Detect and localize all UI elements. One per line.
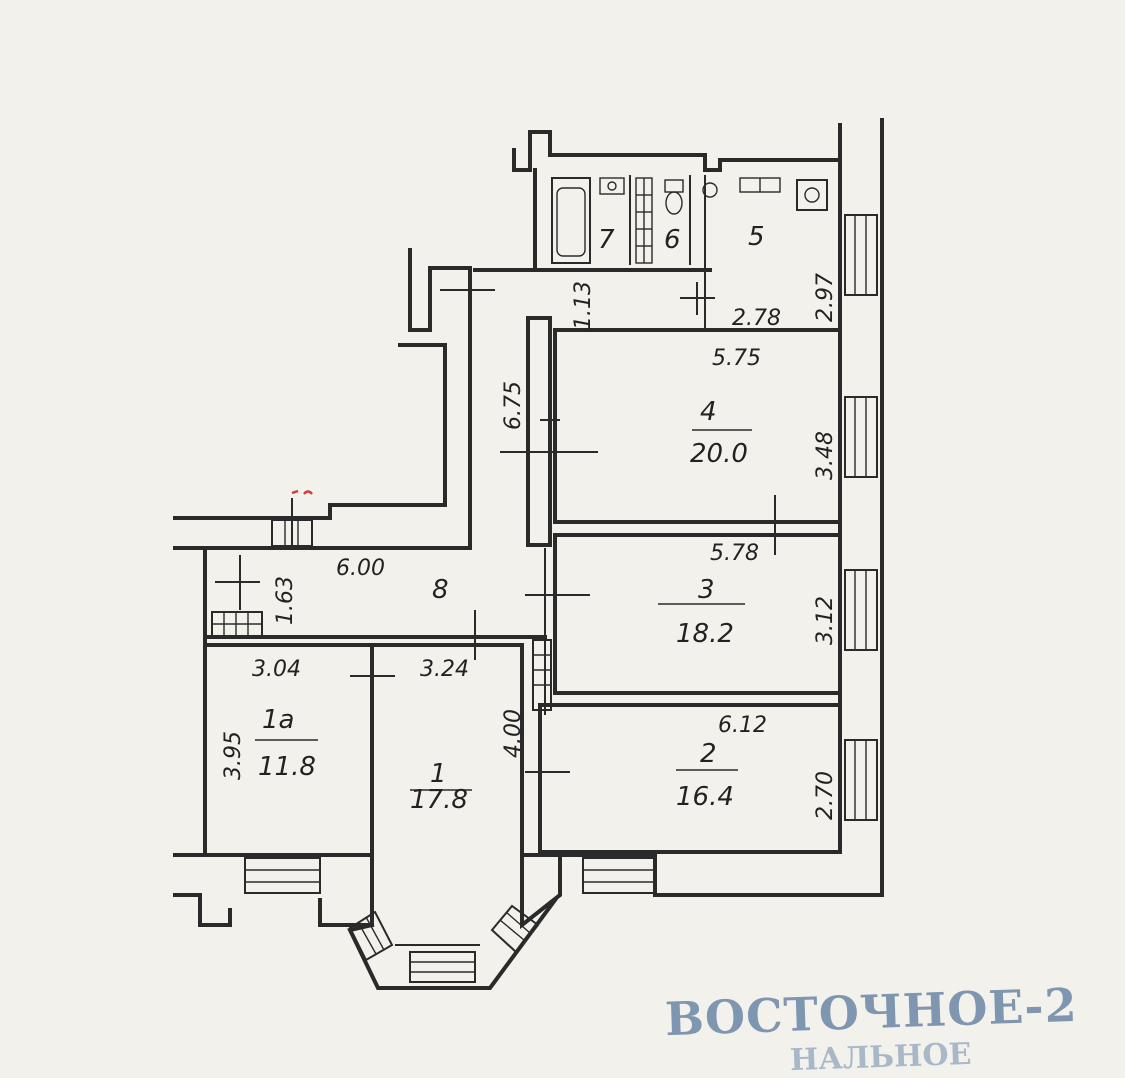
dim-113: 1.13 xyxy=(571,281,596,330)
stair-block-icon xyxy=(211,611,263,637)
toilet-icon xyxy=(664,179,684,215)
dim-612: 6.12 xyxy=(718,713,767,738)
area-label-3: 18.2 xyxy=(676,619,734,649)
room-label-5: 5 xyxy=(748,222,765,252)
dim-304: 3.04 xyxy=(252,657,301,682)
dim-270: 2.70 xyxy=(813,771,838,820)
room-label-2: 2 xyxy=(700,739,717,769)
area-label-4: 20.0 xyxy=(690,439,748,469)
window-bay-center xyxy=(409,951,476,983)
room-label-4: 4 xyxy=(700,397,717,427)
stove-icon xyxy=(796,179,828,211)
room-label-3: 3 xyxy=(698,575,715,605)
area-label-1: 17.8 xyxy=(410,785,468,815)
window-right-4 xyxy=(844,739,878,821)
dimension-labels: 5.75 3.48 5.78 3.12 6.12 2.70 2.78 2.97 … xyxy=(221,273,838,820)
pipe-icon xyxy=(702,182,718,198)
dim-395: 3.95 xyxy=(221,731,246,780)
room-label-1: 1 xyxy=(430,759,447,789)
window-bottom-1 xyxy=(244,857,321,894)
shelf-grid-icon xyxy=(635,177,653,264)
red-ink-mark xyxy=(291,489,313,495)
bathtub-icon xyxy=(551,177,591,264)
dim-400: 4.00 xyxy=(501,709,526,758)
room-label-6: 6 xyxy=(664,225,681,255)
fixtures xyxy=(211,177,828,711)
dim-578: 5.78 xyxy=(710,541,759,566)
room-label-7: 7 xyxy=(598,225,615,255)
window-right-1 xyxy=(844,214,878,296)
dim-312: 3.12 xyxy=(813,596,838,645)
window-right-3 xyxy=(844,569,878,651)
dim-600: 6.00 xyxy=(336,556,385,581)
dim-297: 2.97 xyxy=(813,273,838,322)
room-label-1a: 1a xyxy=(262,705,294,735)
wardrobe-icon xyxy=(532,639,552,711)
sink-icon xyxy=(599,177,625,195)
dim-324: 3.24 xyxy=(420,657,469,682)
dim-348: 3.48 xyxy=(813,431,838,480)
room-labels: 7 6 5 4 20.0 3 18.2 2 16.4 8 1a 11.8 1 1… xyxy=(255,222,765,815)
window-bottom-2 xyxy=(582,857,656,894)
doors xyxy=(215,282,795,773)
bti-stamp-line2: НАЛЬНОЕ xyxy=(789,1036,972,1078)
dim-278: 2.78 xyxy=(732,306,781,331)
area-label-2: 16.4 xyxy=(676,782,734,812)
kitchen-sink-icon xyxy=(739,177,781,193)
window-bay-left xyxy=(348,910,394,962)
dim-163: 1.63 xyxy=(273,576,298,625)
area-label-1a: 11.8 xyxy=(258,752,316,782)
dim-675: 6.75 xyxy=(501,381,526,430)
window-bay-right xyxy=(490,904,540,954)
room-label-8: 8 xyxy=(432,575,449,605)
dim-575: 5.75 xyxy=(712,346,761,371)
window-right-2 xyxy=(844,396,878,478)
